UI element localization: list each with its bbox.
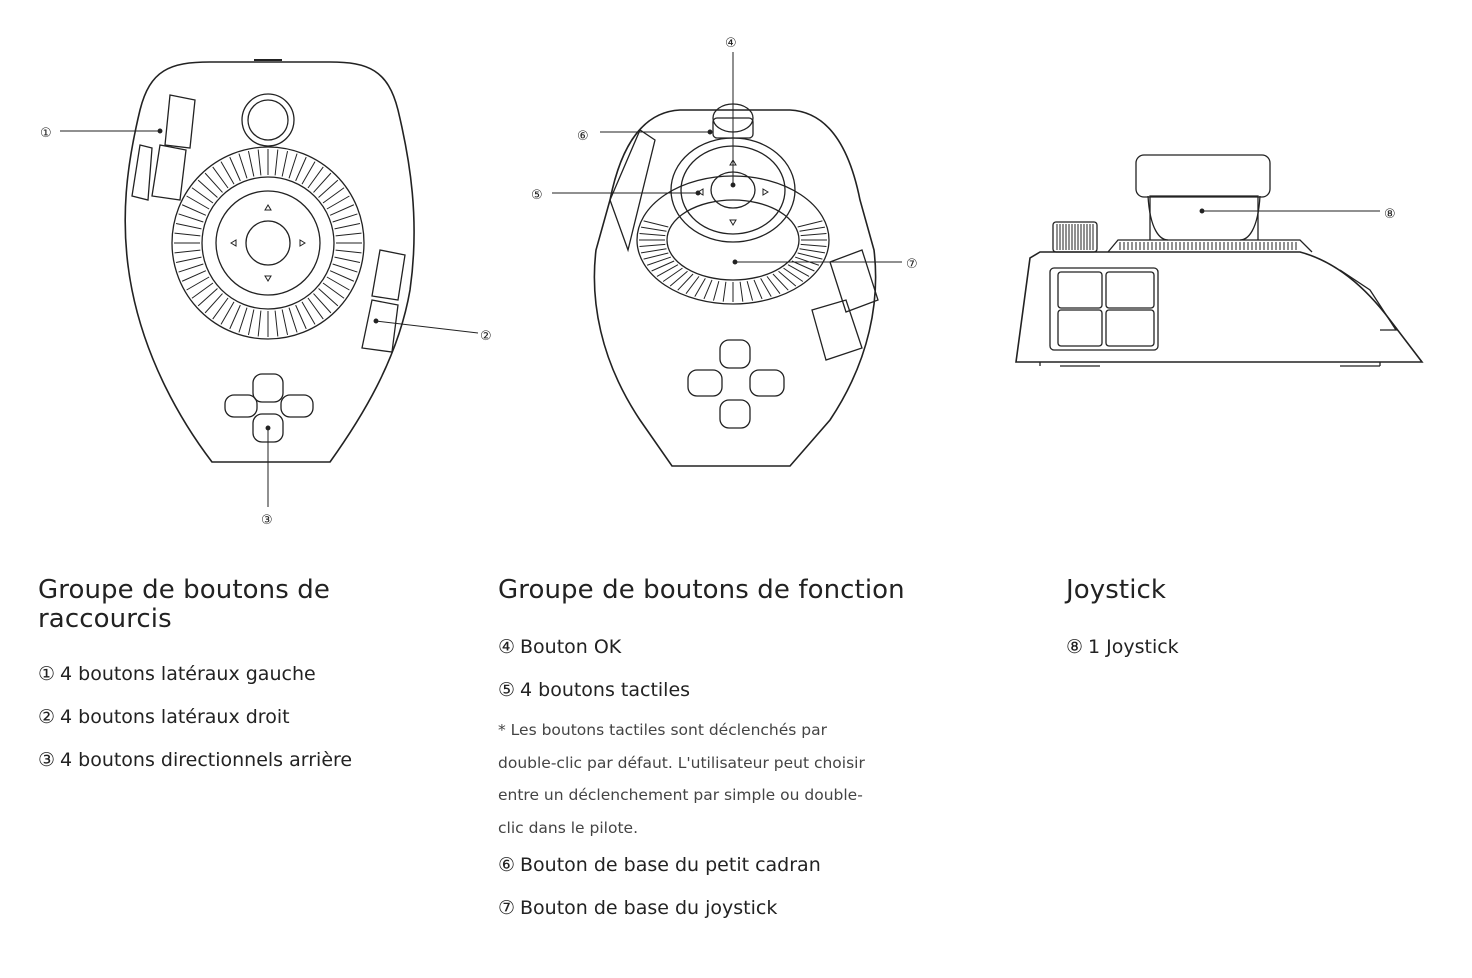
item-label: Bouton de base du petit cadran <box>520 854 821 876</box>
device-top-view <box>60 59 479 507</box>
device-angled-view <box>552 52 902 467</box>
item-number: ① <box>38 663 56 685</box>
callout-7: ⑦ <box>906 257 918 272</box>
item-label: 4 boutons latéraux droit <box>60 706 290 728</box>
item-number: ⑥ <box>498 854 516 876</box>
item-number: ⑤ <box>498 679 516 701</box>
callout-8: ⑧ <box>1384 207 1396 222</box>
item-number: ⑦ <box>498 897 516 919</box>
callout-5: ⑤ <box>531 188 543 203</box>
item-number: ⑧ <box>1066 636 1084 658</box>
section-title-joystick: Joystick <box>1066 575 1167 605</box>
item-label: 4 boutons directionnels arrière <box>60 749 353 771</box>
item-number: ④ <box>498 636 516 658</box>
item-label: Bouton OK <box>520 636 622 658</box>
device-side-view <box>1015 154 1424 367</box>
item-label: 1 Joystick <box>1088 636 1179 658</box>
item-number: ③ <box>38 749 56 771</box>
item-label: 4 boutons tactiles <box>520 679 691 701</box>
dial-ring-ticks-angled <box>639 220 827 302</box>
callout-6: ⑥ <box>577 129 589 144</box>
callout-2: ② <box>480 329 492 344</box>
touch-buttons-note: * Les boutons tactiles sont déclenchés p… <box>498 721 865 837</box>
callout-4: ④ <box>725 36 737 51</box>
item-number: ② <box>38 706 56 728</box>
item-label: Bouton de base du joystick <box>520 897 778 919</box>
callout-3: ③ <box>261 513 273 528</box>
section-title-function: Groupe de boutons de fonction <box>498 575 905 605</box>
section-title-shortcuts: Groupe de boutons de raccourcis <box>38 575 330 634</box>
device-diagram: ① ② ③ ④ ⑥ ⑤ ⑦ ⑧ <box>40 36 1424 528</box>
item-label: 4 boutons latéraux gauche <box>60 663 316 685</box>
dial-ring-ticks <box>174 149 362 337</box>
callout-1: ① <box>40 126 52 141</box>
